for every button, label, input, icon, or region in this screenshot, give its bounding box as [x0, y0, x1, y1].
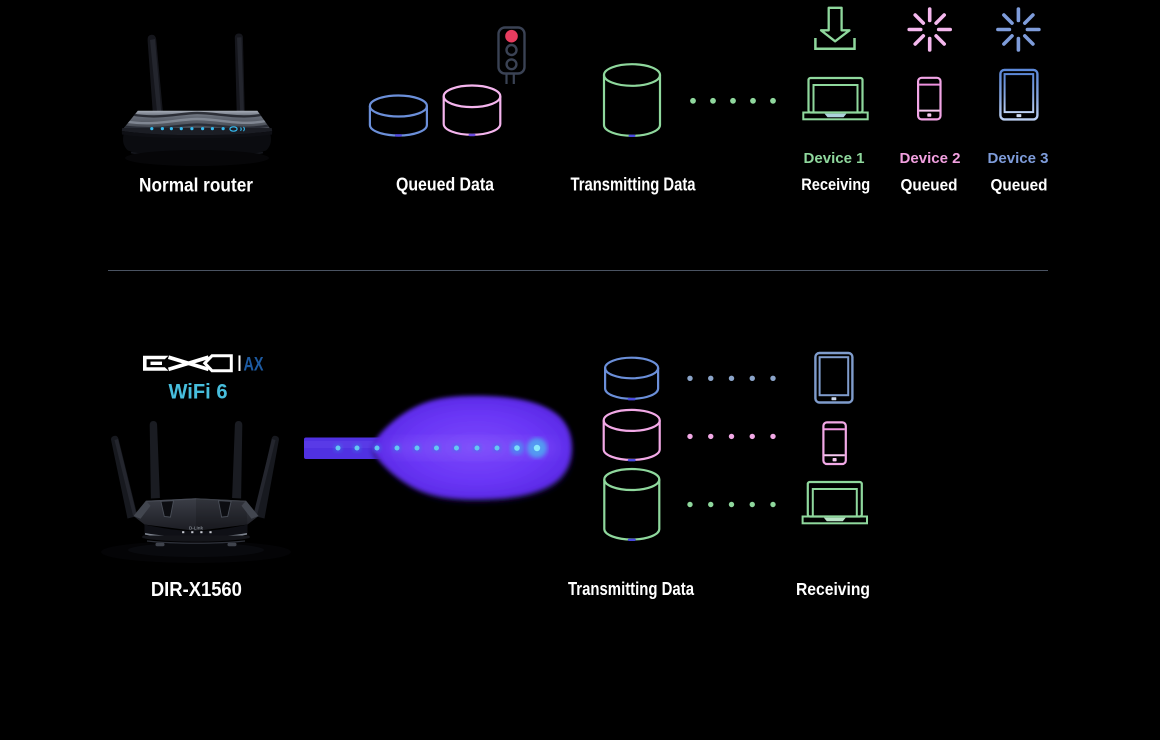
svg-text:Receiving: Receiving	[801, 175, 870, 194]
svg-text:Normal router: Normal router	[139, 175, 254, 196]
svg-text:Device 3: Device 3	[988, 151, 1049, 167]
svg-text:Receiving: Receiving	[796, 579, 870, 599]
svg-text:DIR-X1560: DIR-X1560	[151, 579, 242, 601]
svg-text:Device 1: Device 1	[804, 151, 865, 167]
svg-text:Queued: Queued	[991, 176, 1048, 195]
svg-text:Transmitting Data: Transmitting Data	[568, 579, 695, 599]
svg-text:AX: AX	[244, 355, 264, 376]
svg-text:WiFi 6: WiFi 6	[169, 381, 228, 404]
svg-text:Transmitting Data: Transmitting Data	[571, 174, 697, 194]
svg-text:Device 2: Device 2	[900, 151, 961, 167]
svg-text:Queued: Queued	[901, 176, 958, 195]
svg-text:D-Link: D-Link	[189, 526, 203, 531]
svg-text:Queued Data: Queued Data	[396, 174, 495, 194]
